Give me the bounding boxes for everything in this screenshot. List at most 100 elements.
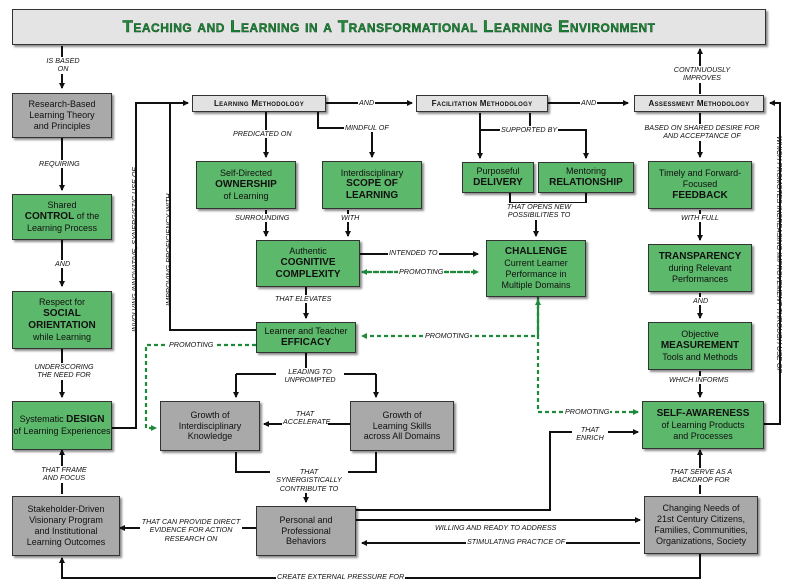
measurement-pre: Objective (681, 329, 719, 340)
label-opens: THAT OPENS NEW POSSIBILITIES TO (488, 202, 590, 220)
design-post: of Learning Experiences (13, 426, 111, 437)
label-which-informs: WHICH INFORMS (668, 375, 730, 385)
label-enrich: THAT ENRICH (572, 425, 608, 443)
delivery-pre: Purposeful (476, 166, 520, 177)
label-with-full: WITH FULL (680, 213, 720, 223)
stakeholder-line-3: and Institutional (34, 526, 98, 536)
label-underscoring: UNDERSCORING THE NEED FOR (30, 362, 98, 380)
changing-line-4: Organizations, Society (655, 535, 747, 546)
social-pre: Respect for (38, 297, 86, 308)
label-and-2: AND (358, 98, 376, 108)
node-cognitive-complexity: Authentic COGNITIVE COMPLEXITY (256, 240, 360, 287)
label-provide-evidence: THAT CAN PROVIDE DIRECT EVIDENCE FOR ACT… (140, 517, 242, 543)
measurement-bold: MEASUREMENT (660, 340, 740, 351)
relationship-pre: Mentoring (565, 166, 607, 177)
label-promotes-increasing: WHICH PROMOTES INCREASING IMPROVEMENT TH… (775, 136, 784, 373)
label-based-shared: BASED ON SHARED DESIRE FOR AND ACCEPTANC… (642, 123, 762, 141)
behaviors-line-3: Behaviors (285, 536, 327, 547)
knowledge-line-2: Interdisciplinary (178, 420, 242, 431)
label-requiring: REQUIRING (38, 159, 81, 169)
label-backdrop: THAT SERVE AS A BACKDROP FOR (664, 467, 738, 485)
label-involving: INVOLVING INNOVATIVE, SYNERGISTIC USE OF (130, 167, 139, 332)
selfaware-post: of Learning Products and Processes (661, 420, 745, 441)
facilitation-methodology-label: Facilitation Methodology (431, 98, 533, 108)
behaviors-line-1: Personal and (279, 514, 333, 525)
stakeholder-line-2: Visionary Program (29, 515, 103, 526)
edge-efficacy-learning (169, 103, 256, 331)
complexity-pre: Authentic (289, 246, 327, 257)
efficacy-pre: Learner and Teacher (264, 326, 348, 337)
changing-line-2: 21st Century Citizens, (656, 514, 746, 525)
node-shared-control: Shared CONTROL of the Learning Process (12, 194, 112, 240)
label-stimulating: STIMULATING PRACTICE OF (466, 537, 567, 547)
node-design: Systematic DESIGN of Learning Experience… (12, 401, 112, 450)
node-assessment-methodology: Assessment Methodology (634, 95, 764, 112)
knowledge-line-1: Growth of (190, 409, 230, 420)
skills-line-3: across All Domains (363, 431, 441, 442)
ownership-bold: OWNERSHIP (215, 179, 277, 190)
node-transparency: TRANSPARENCY during Relevant Performance… (648, 244, 752, 292)
edge-selfaware-assessment (764, 100, 781, 425)
node-behaviors: Personal and Professional Behaviors (256, 506, 356, 556)
ownership-post: of Learning (223, 191, 269, 201)
node-relationship: Mentoring RELATIONSHIP (538, 162, 634, 193)
label-is-based-on: IS BASED ON (40, 56, 86, 74)
challenge-post: Current Learner Performance in Multiple … (501, 258, 571, 290)
label-improving: IMPROVING PROFICIENCY WITH (164, 193, 173, 306)
label-promoting-1: PROMOTING (398, 267, 445, 277)
control-post: of the Learning Process (26, 211, 100, 233)
label-surrounding: SURROUNDING (234, 213, 291, 223)
label-intended: INTENDED TO (388, 248, 439, 258)
node-research: Research-Based Learning Theory and Princ… (12, 93, 112, 138)
node-delivery: Purposeful DELIVERY (462, 162, 534, 193)
complexity-bold: COGNITIVE COMPLEXITY (275, 256, 341, 280)
scope-bold: SCOPE OF LEARNING (345, 178, 399, 202)
edge-promoting-challenge-selfaware (536, 300, 639, 415)
label-continuously: CONTINUOUSLY IMPROVES (664, 65, 740, 83)
node-facilitation-methodology: Facilitation Methodology (416, 95, 548, 112)
measurement-post: Tools and Methods (662, 352, 738, 362)
node-measurement: Objective MEASUREMENT Tools and Methods (648, 322, 752, 370)
node-growth-skills: Growth of Learning Skills across All Dom… (350, 401, 454, 451)
research-line-2: Learning Theory (29, 110, 95, 121)
label-and-4: AND (692, 296, 710, 306)
changing-line-3: Families, Communities, (654, 525, 748, 535)
skills-line-1: Growth of (382, 409, 422, 420)
research-line-1: Research-Based (28, 99, 96, 110)
control-pre: Shared (47, 200, 77, 211)
selfaware-bold: SELF-AWARENESS (656, 408, 750, 420)
label-accelerate: THAT ACCELERATE (282, 409, 331, 427)
assessment-methodology-label: Assessment Methodology (648, 98, 750, 108)
label-and-3: AND (580, 98, 598, 108)
label-and-1: AND (54, 259, 72, 269)
knowledge-line-3: Knowledge (187, 431, 233, 442)
label-leading: LEADING TO UNPROMPTED (276, 367, 344, 385)
label-supported: SUPPORTED BY (500, 125, 559, 135)
label-frame-focus: THAT FRAME AND FOCUS (36, 465, 92, 483)
design-bold: DESIGN (66, 414, 105, 426)
node-growth-knowledge: Growth of Interdisciplinary Knowledge (160, 401, 260, 451)
stakeholder-line-1: Stakeholder-Driven (27, 504, 105, 515)
label-promoting-4: PROMOTING (564, 407, 611, 417)
label-with: WITH (340, 213, 361, 223)
node-efficacy: Learner and Teacher EFFICACY (256, 322, 356, 353)
transparency-post: during Relevant Performances (668, 263, 732, 284)
node-ownership: Self-Directed OWNERSHIP of Learning (196, 161, 296, 209)
ownership-pre: Self-Directed (219, 168, 273, 179)
node-feedback: Timely and Forward-Focused FEEDBACK (648, 161, 752, 209)
control-bold: CONTROL (24, 211, 75, 222)
label-mindful: MINDFUL OF (344, 123, 390, 133)
behaviors-line-2: Professional (281, 525, 331, 536)
node-challenge: CHALLENGE Current Learner Performance in… (486, 240, 586, 297)
node-changing-needs: Changing Needs of 21st Century Citizens,… (644, 496, 758, 554)
node-social-orientation: Respect for SOCIAL ORIENTATION while Lea… (12, 291, 112, 349)
delivery-bold: DELIVERY (473, 176, 523, 188)
label-willing: WILLING AND READY TO ADDRESS (434, 523, 558, 533)
label-external: CREATE EXTERNAL PRESSURE FOR (276, 572, 406, 582)
social-bold: SOCIAL ORIENTATION (28, 308, 96, 331)
edge-promoting-efficacy-knowledge (144, 343, 256, 431)
feedback-pre: Timely and Forward-Focused (658, 168, 742, 189)
label-predicated: PREDICATED ON (232, 129, 293, 139)
stakeholder-line-4: Learning Outcomes (26, 536, 106, 547)
label-promoting-3: PROMOTING (424, 331, 471, 341)
